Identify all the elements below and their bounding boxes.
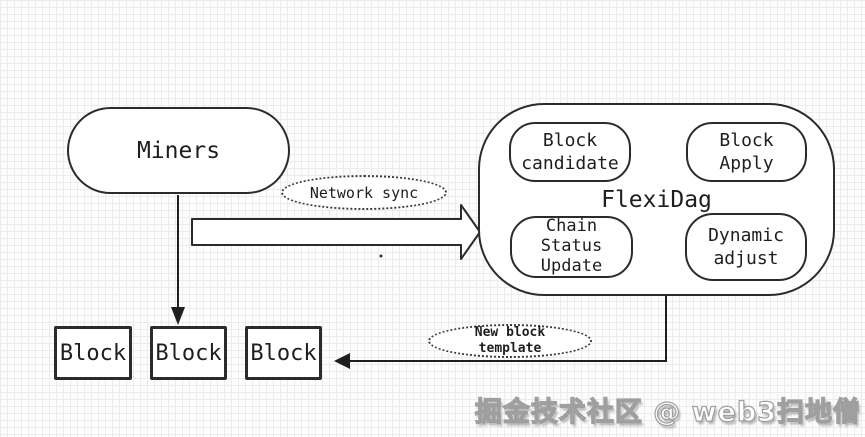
block-node-3: Block (245, 326, 322, 380)
network-sync-arrow (191, 204, 481, 260)
new-block-template-label: New block template (428, 324, 592, 358)
flexidag-label: FlexiDag (601, 187, 712, 213)
miners-label: Miners (136, 137, 221, 164)
network-sync-text: Network sync (309, 183, 419, 202)
watermark: 掘金技术社区 @ web3扫地僧 (474, 396, 861, 428)
miners-node: Miners (67, 107, 290, 194)
stray-dot (379, 254, 383, 258)
dynamic-adjust-node: Dynamic adjust (685, 213, 807, 281)
block-candidate-node: Block candidate (509, 122, 631, 182)
block-node-1: Block (54, 326, 132, 380)
network-sync-label: Network sync (281, 175, 447, 210)
miners-to-blocks-arrow (171, 195, 185, 325)
block-apply-node: Block Apply (686, 122, 807, 182)
block-node-2: Block (150, 326, 227, 380)
chain-status-update-node: Chain Status Update (510, 216, 633, 278)
